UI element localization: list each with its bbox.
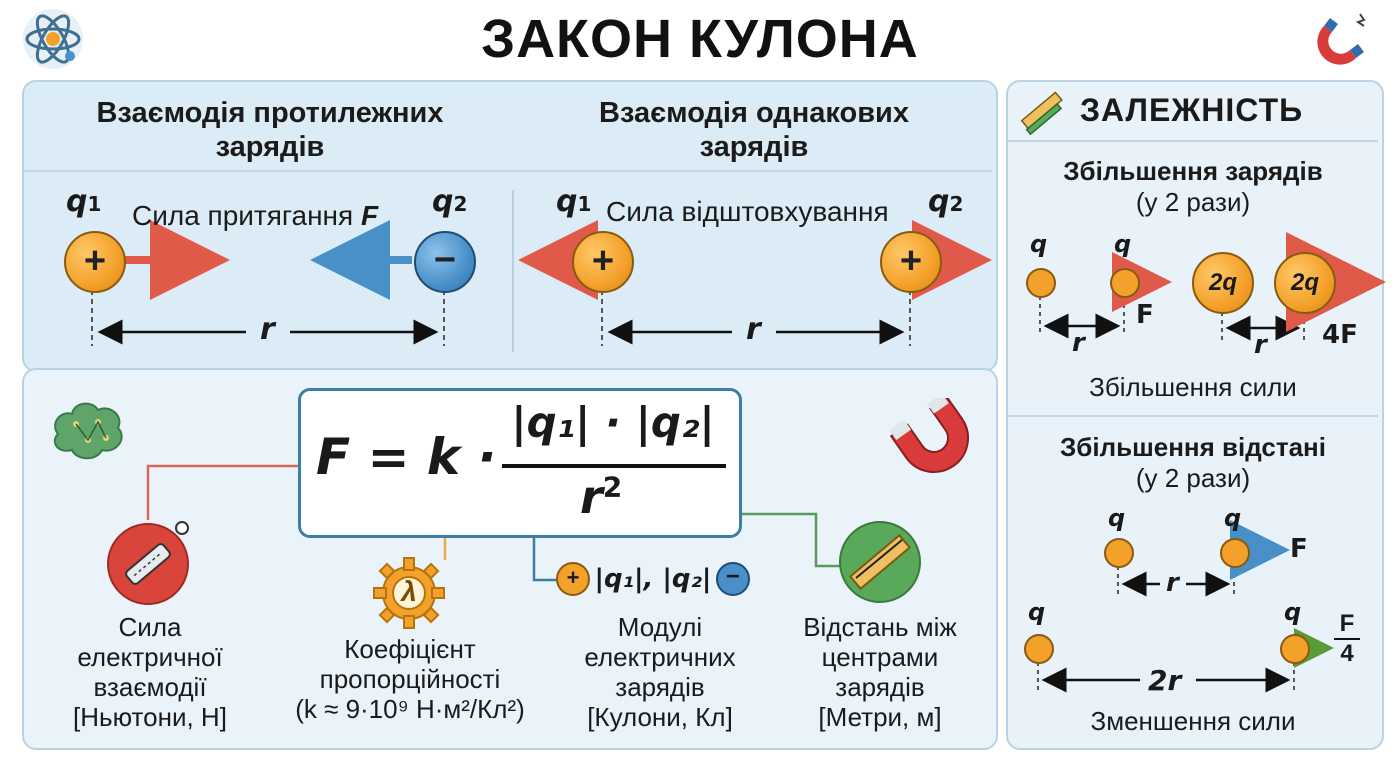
- distance-result: Зменшення сили: [1090, 706, 1296, 736]
- double-charge-right: 2q: [1274, 252, 1336, 314]
- ruler-pencil-icon: [1016, 86, 1066, 136]
- dist-charge-1: [1104, 538, 1134, 568]
- same-distance-label: r: [746, 312, 761, 347]
- opposite-q2-label: q2: [432, 184, 468, 219]
- double-q-label: 2q: [1290, 269, 1319, 296]
- distance-r-label-1: r: [1072, 328, 1085, 358]
- minus-sign: −: [433, 239, 457, 281]
- same-q1-label: q1: [556, 184, 592, 219]
- formula-box: [298, 388, 742, 538]
- plus-sign: +: [83, 240, 107, 282]
- formula-numerator: |q₁| · |q₂|: [511, 398, 715, 447]
- dist-2r-label: 2r: [1148, 664, 1182, 697]
- dist-r-label: r: [1166, 568, 1179, 598]
- formula-denominator: r2: [580, 470, 623, 524]
- dist-q-4: q: [1284, 598, 1302, 626]
- repulsion-force-label: Сила відштовхування: [606, 196, 889, 227]
- charge-symbols-row: + |q₁|, |q₂| −: [556, 562, 750, 598]
- small-charge-left: [1026, 268, 1056, 298]
- distance-r-label-2: r: [1254, 330, 1267, 360]
- dist-q-3: q: [1028, 598, 1046, 626]
- plus-sign: +: [591, 240, 615, 282]
- distance-increase-title: Збільшення відстані (у 2 рази): [1060, 432, 1326, 493]
- charges-increase-title: Збільшення зарядів (у 2 рази): [1063, 156, 1323, 217]
- small-minus-icon: −: [715, 562, 750, 596]
- small-q-left: q: [1030, 230, 1048, 258]
- opposite-q1-label: q1: [66, 184, 102, 219]
- magnet-icon: [1310, 6, 1380, 72]
- plus-sign: +: [899, 240, 923, 282]
- negative-charge: −: [414, 231, 476, 293]
- vertical-divider: [512, 190, 514, 352]
- force-F-label: F: [1136, 300, 1154, 330]
- small-plus-icon: +: [556, 562, 590, 596]
- positive-charge: +: [64, 231, 126, 293]
- page-title: ЗАКОН КУЛОНА: [481, 9, 919, 69]
- positive-charge-right: +: [880, 231, 942, 293]
- charges-result: Збільшення сили: [1089, 372, 1297, 402]
- same-q2-label: q2: [928, 184, 964, 219]
- fraction-bar: [502, 464, 726, 468]
- attraction-force-label: Сила притягання F: [132, 200, 379, 231]
- ruler-icon: [838, 520, 922, 604]
- lambda-symbol: λ: [401, 576, 417, 607]
- dist-q-2: q: [1224, 504, 1242, 532]
- cloud-molecule-icon: [46, 394, 130, 466]
- dist-F-label: F: [1290, 534, 1308, 564]
- double-q-label: 2q: [1208, 269, 1237, 296]
- dist-q-1: q: [1108, 504, 1126, 532]
- dist-charge-3: [1024, 634, 1054, 664]
- dependence-heading: ЗАЛЕЖНІСТЬ: [1080, 92, 1304, 128]
- horseshoe-magnet-icon: [890, 398, 974, 474]
- small-q-right: q: [1114, 230, 1132, 258]
- formula-lhs: F = k ·: [316, 428, 497, 486]
- positive-charge-left: +: [572, 231, 634, 293]
- charge-modulus-symbols: |q₁|, |q₂|: [594, 564, 712, 594]
- dist-charge-2: [1220, 538, 1250, 568]
- opposite-distance-label: r: [260, 312, 275, 347]
- dependence-heading-divider: [1008, 140, 1378, 142]
- lambda-gear-icon: λ: [372, 556, 446, 630]
- dynamometer-icon: [104, 520, 192, 608]
- top-divider: [24, 170, 992, 172]
- double-charge-left: 2q: [1192, 252, 1254, 314]
- force-4F-label: 4F: [1322, 320, 1358, 350]
- quarter-force-fraction: F 4: [1334, 610, 1360, 668]
- small-charge-right: [1110, 268, 1140, 298]
- atom-icon: [20, 6, 86, 72]
- dist-charge-4: [1280, 634, 1310, 664]
